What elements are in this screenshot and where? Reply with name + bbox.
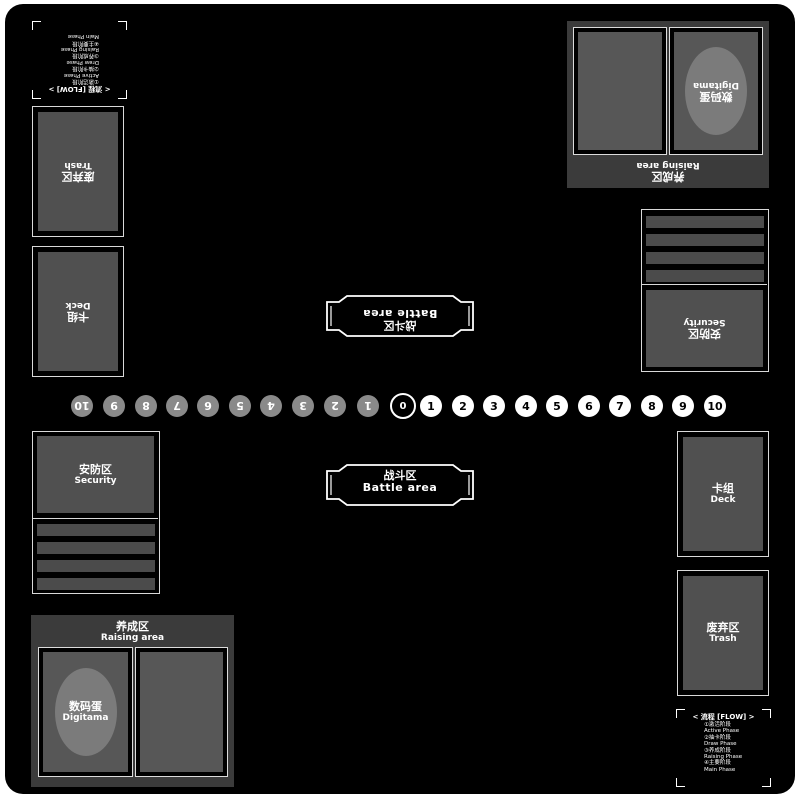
- opponent-flow-step: ②抽卡阶段: [72, 65, 99, 72]
- opponent-security-card: [646, 216, 764, 228]
- memory-cell-player[interactable]: 10: [704, 395, 726, 417]
- player-trash-label-zh: 废弃区: [706, 621, 740, 634]
- memory-cell-zero[interactable]: 0: [390, 393, 416, 419]
- player-raising-card-slot[interactable]: [135, 647, 228, 777]
- player-raising-label-en: Raising area: [100, 633, 165, 643]
- opponent-flow-step: Raising Phase: [60, 45, 99, 52]
- player-flow-step: ③养成阶段: [704, 747, 731, 754]
- opponent-trash-label-zh: 废弃区: [61, 170, 95, 184]
- memory-cell-opponent[interactable]: 1: [357, 395, 379, 417]
- player-flow-step: Main Phase: [704, 766, 736, 773]
- memory-cell-opponent[interactable]: 5: [229, 395, 251, 417]
- opponent-deck-label-zh: 卡组: [67, 310, 89, 324]
- player-flow-panel: < 流程 [FLOW] > ①激活阶段 Active Phase ②抽卡阶段 D…: [676, 709, 771, 787]
- memory-cell-opponent[interactable]: 8: [135, 395, 157, 417]
- memory-cell-opponent[interactable]: 3: [292, 395, 314, 417]
- opponent-raising-area: 数码蛋 Digitama 养成区 Raising area: [567, 21, 769, 188]
- player-battle-area[interactable]: 战斗区 Battle area: [325, 463, 475, 507]
- player-raising-area: 养成区 Raising area 数码蛋 Digitama: [31, 615, 234, 787]
- opponent-security-label-en: Security: [683, 317, 726, 328]
- opponent-raising-title: 养成区 Raising area: [567, 159, 769, 183]
- opponent-security-card: [646, 270, 764, 282]
- player-flow-step: ②抽卡阶段: [704, 734, 731, 741]
- player-security-label-en: Security: [74, 475, 117, 486]
- opponent-raising-label-en: Raising area: [636, 160, 700, 170]
- player-flow-step: Raising Phase: [704, 754, 743, 761]
- opponent-digitama-egg: 数码蛋 Digitama: [685, 47, 747, 135]
- memory-cell-player[interactable]: 7: [609, 395, 631, 417]
- player-trash-label-en: Trash: [709, 634, 737, 644]
- memory-cell-player[interactable]: 9: [672, 395, 694, 417]
- memory-cell-opponent[interactable]: 6: [197, 395, 219, 417]
- opponent-raising-card-slot[interactable]: [573, 27, 667, 155]
- player-security-card: [37, 542, 155, 554]
- opponent-battle-label-zh: 战斗区: [383, 319, 417, 332]
- memory-cell-opponent[interactable]: 4: [260, 395, 282, 417]
- memory-cell-opponent[interactable]: 10: [71, 395, 93, 417]
- player-security-label-zh: 安防区: [79, 462, 112, 476]
- memory-cell-player[interactable]: 6: [578, 395, 600, 417]
- memory-cell-player[interactable]: 4: [515, 395, 537, 417]
- opponent-flow-step: ③养成阶段: [72, 52, 99, 59]
- player-deck-label-zh: 卡组: [712, 482, 734, 495]
- player-security-zone[interactable]: 安防区 Security: [32, 431, 160, 594]
- playmat: < 流程 [FLOW] > ①激活阶段 Active Phase ②抽卡阶段 D…: [5, 4, 795, 794]
- player-trash-zone[interactable]: 废弃区 Trash: [677, 570, 769, 696]
- player-flow-step: ①激活阶段: [704, 722, 731, 728]
- opponent-flow-step: Active Phase: [63, 71, 99, 78]
- opponent-deck-zone[interactable]: 卡组 Deck: [32, 246, 124, 377]
- player-raising-title: 养成区 Raising area: [31, 620, 234, 644]
- memory-cell-player[interactable]: 2: [452, 395, 474, 417]
- memory-cell-opponent[interactable]: 9: [103, 395, 125, 417]
- opponent-trash-label-en: Trash: [64, 160, 92, 171]
- player-deck-label-en: Deck: [710, 495, 736, 505]
- player-flow-title: < 流程 [FLOW] >: [692, 713, 755, 721]
- player-egg-label-zh: 数码蛋: [69, 700, 102, 713]
- memory-gauge: 10 9 8 7 6 5 4 3 2 1 0 1 2 3 4 5 6 7 8 9…: [5, 393, 795, 419]
- player-security-card: [37, 560, 155, 572]
- opponent-raising-label-zh: 养成区: [651, 170, 685, 183]
- opponent-flow-step: ④主要阶段: [72, 39, 99, 46]
- opponent-egg-label-en: Digitama: [693, 80, 739, 90]
- opponent-flow-step: Main Phase: [67, 33, 99, 40]
- opponent-flow-step: ①激活阶段: [72, 78, 99, 84]
- opponent-battle-area[interactable]: 战斗区 Battle area: [325, 294, 475, 338]
- opponent-security-card: [646, 252, 764, 264]
- memory-cell-opponent[interactable]: 2: [324, 395, 346, 417]
- player-deck-zone[interactable]: 卡组 Deck: [677, 431, 769, 557]
- opponent-digitama-slot[interactable]: 数码蛋 Digitama: [669, 27, 763, 155]
- player-flow-step: Active Phase: [704, 728, 740, 735]
- player-flow-step: ④主要阶段: [704, 760, 731, 767]
- player-egg-label-en: Digitama: [62, 713, 109, 723]
- player-digitama-egg: 数码蛋 Digitama: [54, 668, 117, 756]
- memory-cell-player[interactable]: 1: [420, 395, 442, 417]
- memory-cell-player[interactable]: 5: [546, 395, 568, 417]
- opponent-security-zone[interactable]: 安防区 Security: [641, 209, 769, 372]
- player-raising-label-zh: 养成区: [116, 620, 149, 633]
- opponent-battle-label-en: Battle area: [362, 307, 438, 320]
- opponent-security-card: [646, 234, 764, 246]
- opponent-security-label-zh: 安防区: [688, 327, 721, 341]
- player-flow-step: Draw Phase: [704, 741, 737, 748]
- player-security-card: [37, 578, 155, 590]
- opponent-trash-zone[interactable]: 废弃区 Trash: [32, 106, 124, 237]
- player-battle-label-en: Battle area: [362, 481, 438, 494]
- player-battle-label-zh: 战斗区: [383, 469, 417, 482]
- opponent-flow-panel: < 流程 [FLOW] > ①激活阶段 Active Phase ②抽卡阶段 D…: [32, 21, 127, 99]
- player-digitama-slot[interactable]: 数码蛋 Digitama: [38, 647, 133, 777]
- opponent-flow-step: Draw Phase: [66, 58, 99, 65]
- player-security-card: [37, 524, 155, 536]
- opponent-egg-label-zh: 数码蛋: [699, 90, 733, 103]
- opponent-flow-title: < 流程 [FLOW] >: [48, 85, 111, 93]
- memory-cell-player[interactable]: 3: [483, 395, 505, 417]
- opponent-deck-label-en: Deck: [65, 300, 91, 311]
- memory-cell-opponent[interactable]: 7: [166, 395, 188, 417]
- memory-cell-player[interactable]: 8: [641, 395, 663, 417]
